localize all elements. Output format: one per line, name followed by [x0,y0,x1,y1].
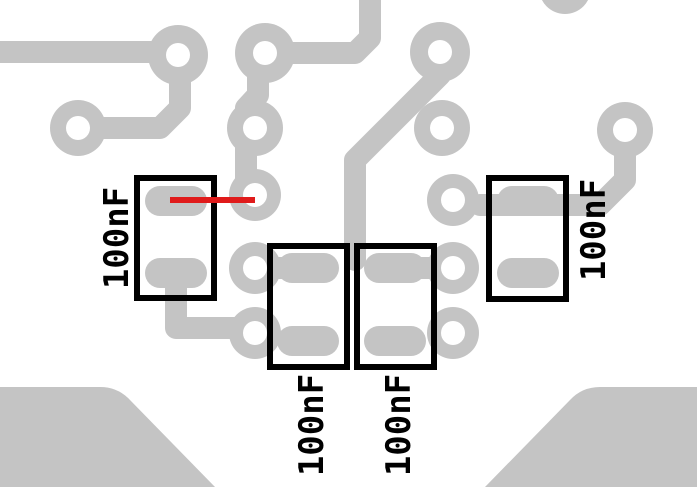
copper-pour-right [485,387,697,487]
capacitor-outline [486,175,569,302]
capacitor-value-label: 100nF [574,179,614,281]
via-pad [235,23,295,83]
via-pad [229,242,281,294]
trace-top-center [257,0,381,64]
silkscreen-outlines [134,175,569,370]
smd-pad [364,326,426,356]
smd-pad [277,253,339,283]
via-pad [427,174,479,226]
via-pad [227,100,283,156]
via-pad [229,307,281,359]
capacitor-value-label: 100nF [292,374,332,476]
smd-pad [277,326,339,356]
smd-pad [497,258,559,288]
smd-pad [497,186,559,216]
copper-pour-top-right [541,0,589,14]
via-pad [414,100,470,156]
capacitor-outline [134,175,217,301]
capacitor-value-label: 100nF [97,187,137,289]
silkscreen-labels: 100nF 100nF 100nF 100nF [97,179,614,476]
capacitor-value-label: 100nF [379,374,419,476]
copper-pour-left [0,387,215,487]
via-pad [427,307,479,359]
via-pad [427,242,479,294]
via-pad [597,102,653,158]
via-pad [148,25,208,85]
smd-pad [145,258,207,288]
through-hole-pads [50,22,653,359]
smd-pad [364,253,426,283]
via-pad [410,22,470,82]
capacitor-outline [354,243,437,370]
via-pad [229,169,281,221]
via-pad [50,100,106,156]
capacitor-outline [267,243,350,370]
